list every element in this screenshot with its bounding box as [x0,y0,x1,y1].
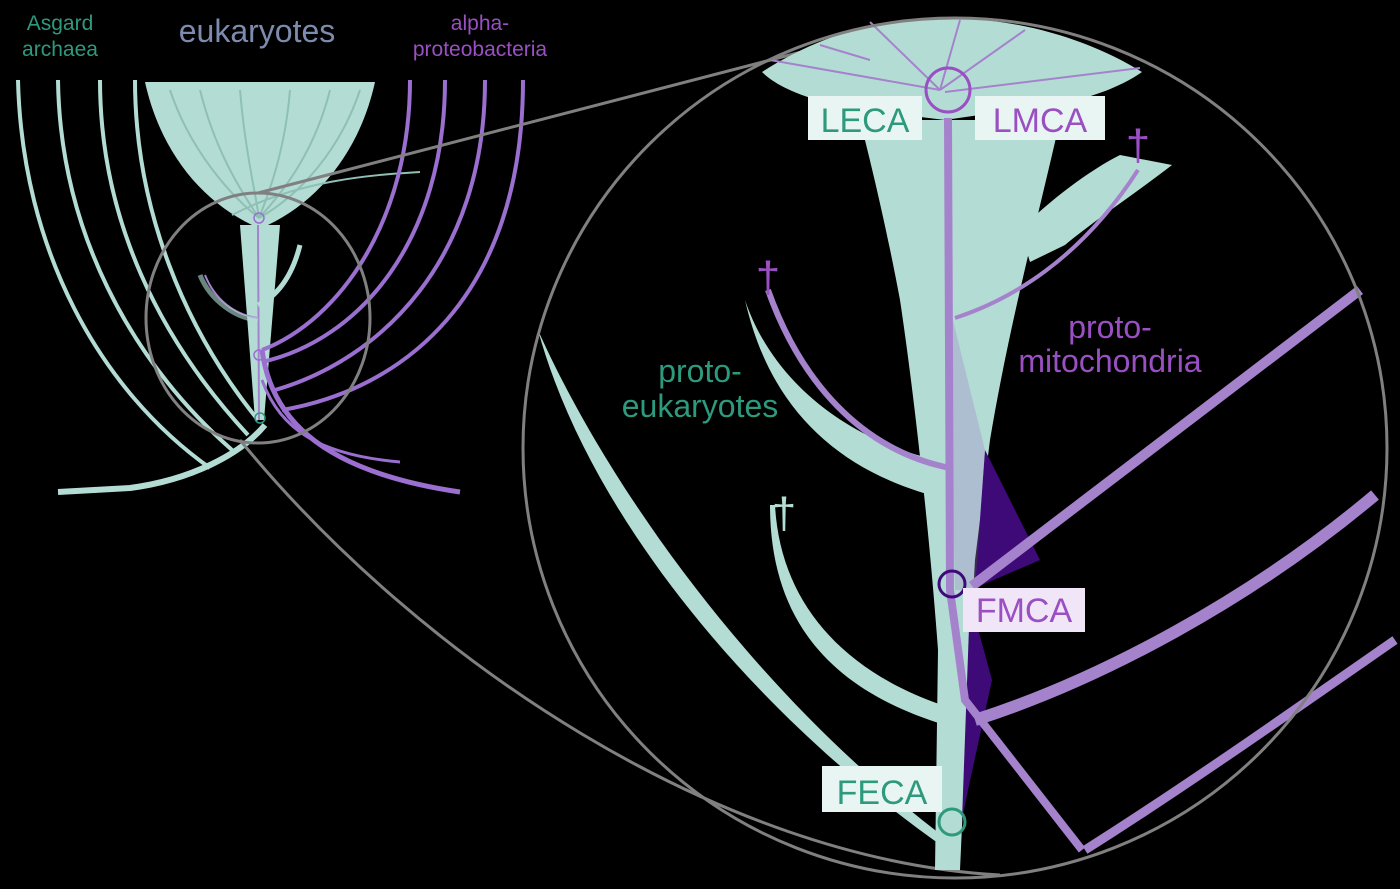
lower-hook-branch [770,505,945,725]
extinction-dagger-right: † [1126,121,1150,170]
small-leca-circle [253,212,265,224]
feca-label: FECA [837,774,928,812]
leca-crown-lines [769,19,1141,93]
leca-label-bg [808,96,922,140]
fmca-circle [937,569,967,599]
eukaryote-crown-lines [169,89,421,219]
asgard-base [57,423,268,495]
proto-euk-label-line2: eukaryotes [622,388,779,424]
extinction-dagger-lower: † [772,489,796,538]
asgard-label-line1: Asgard [27,12,94,35]
fmca-dark-region [975,450,1040,588]
fmca-label: FMCA [976,592,1073,630]
proto-mito-label-line1: proto- [1068,309,1152,345]
proto-mito-label-line2: mitochondria [1018,343,1201,379]
lmca-label: LMCA [993,102,1088,140]
zoom-view [521,16,1398,880]
eukaryote-crown [145,82,375,225]
proto-mitochondria-lines [944,117,1398,854]
extinction-dagger-left: † [756,253,780,302]
feca-label-bg [822,766,942,812]
proto-mito-overlay [948,300,985,590]
alpha-label-line2: proteobacteria [413,38,548,61]
asgard-branches [16,79,260,470]
eukaryotes-label: eukaryotes [179,13,336,49]
zoom-connector-lines [238,40,1001,877]
small-feca-circle [254,412,266,424]
alphaproteobacteria-branches [261,79,525,412]
small-fmca-circle [253,349,265,361]
feca-circle [937,807,967,837]
alpha-label-line1: alpha- [451,12,509,35]
leca-circle [924,66,972,114]
labels: Asgard archaea eukaryotes alpha- proteob… [22,12,1202,812]
proto-euk-label-line1: proto- [658,353,742,389]
left-overview-tree [16,79,525,495]
large-zoom-ellipse [521,16,1389,880]
fmca-label-bg [963,588,1085,632]
asgard-label-line2: archaea [22,38,98,61]
lmca-label-bg [975,96,1105,140]
eukaryote-main-funnel [860,120,1060,870]
leca-label: LECA [821,102,910,140]
alpha-base [259,349,461,495]
right-side-branch [1020,155,1172,262]
eukaryote-stem [240,225,280,420]
